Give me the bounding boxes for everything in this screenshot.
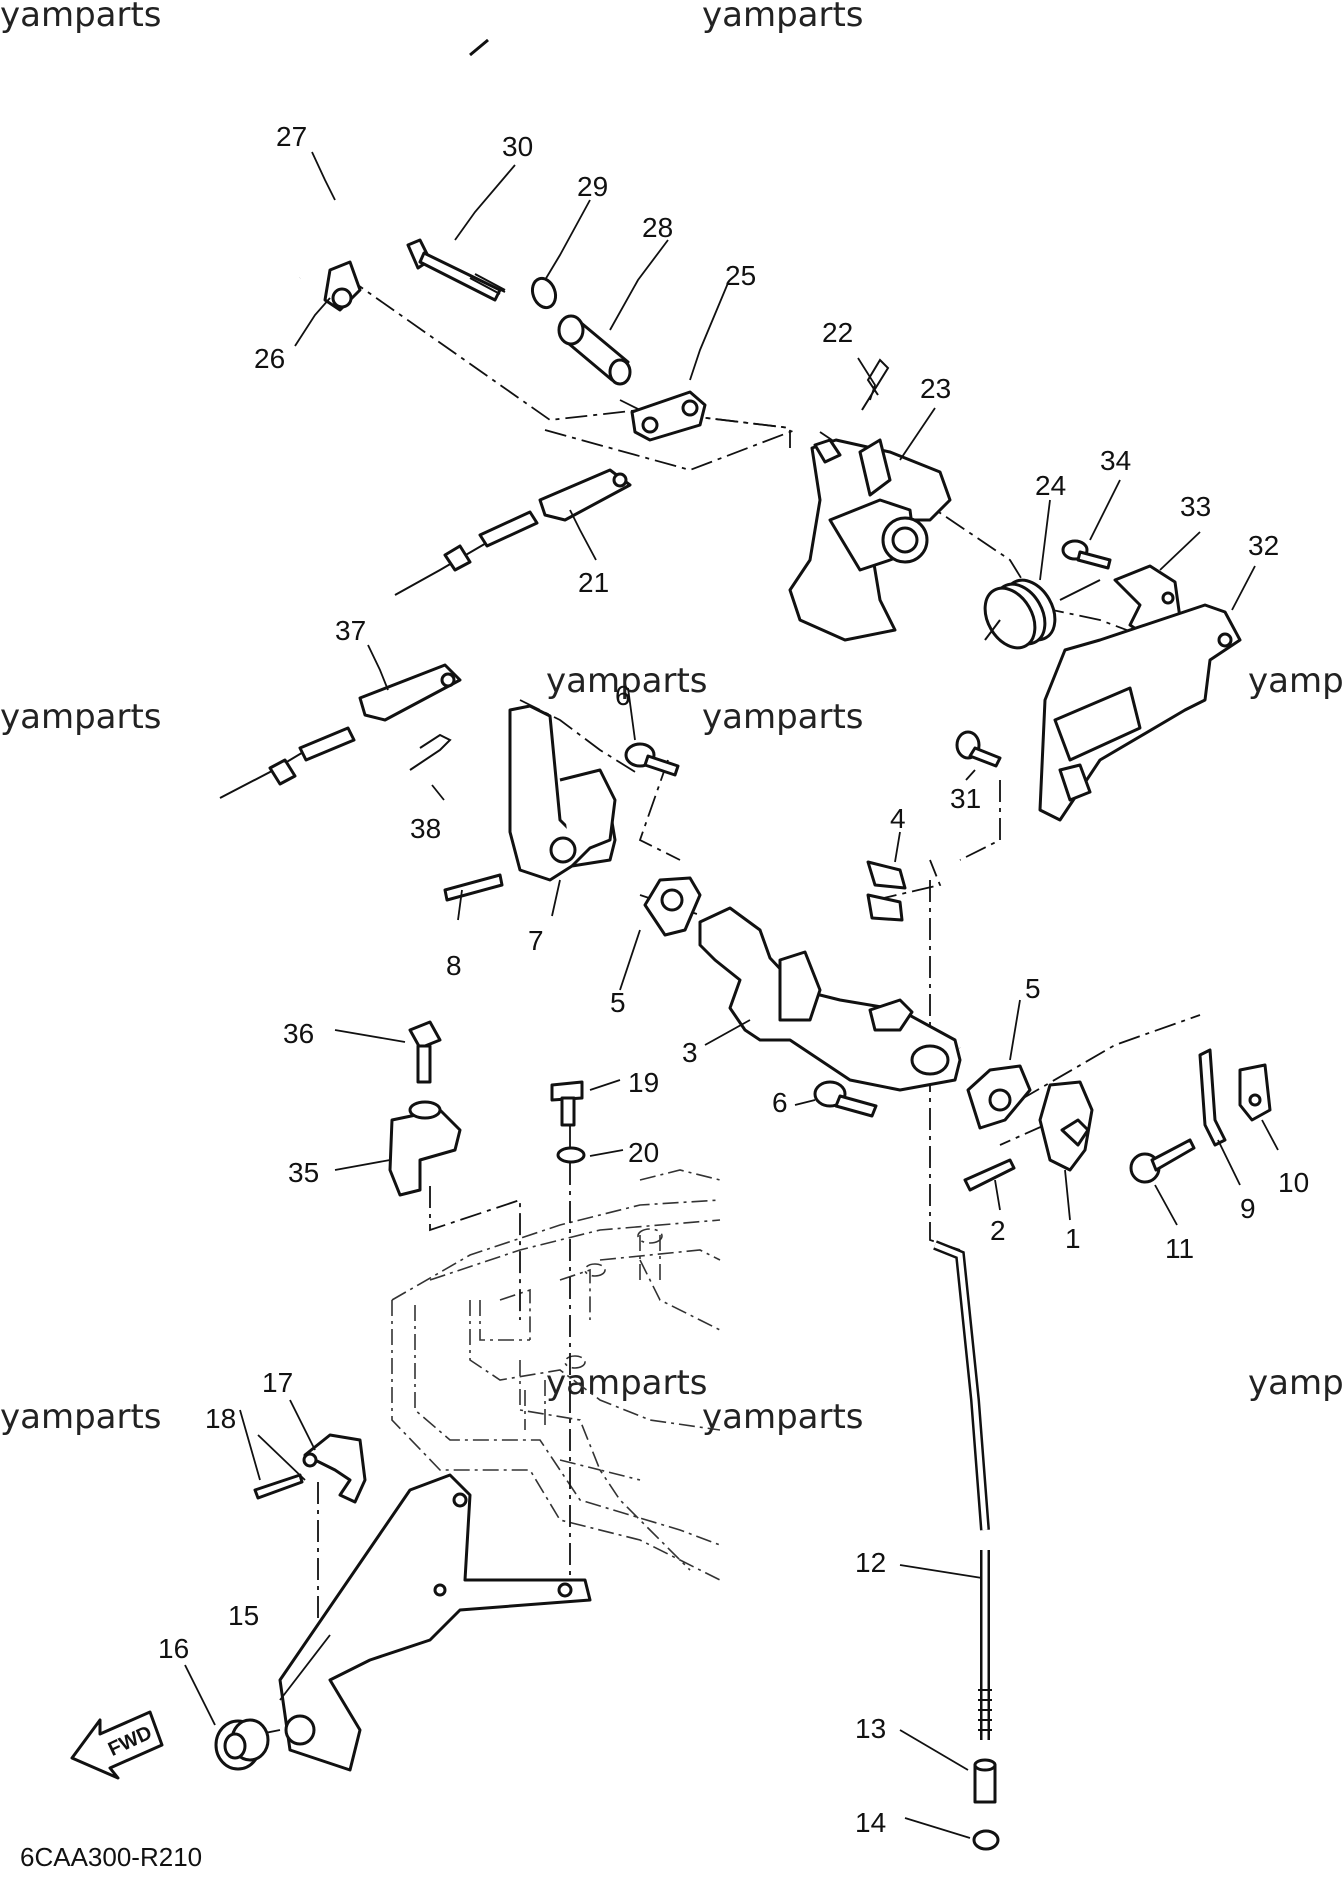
callout-35: 35 [288, 1157, 319, 1188]
part-20-washer [556, 1146, 586, 1164]
watermark: yamparts [546, 661, 708, 701]
callout-29: 29 [577, 171, 608, 202]
part-31-screw [955, 730, 1002, 768]
callout-36: 36 [283, 1018, 314, 1049]
part-22-clip [861, 358, 890, 411]
callout-10: 10 [1278, 1167, 1309, 1198]
part-9-spring-plate [1198, 1048, 1227, 1147]
callout-18: 18 [205, 1403, 236, 1434]
callout-4: 4 [890, 803, 906, 834]
callout-32: 32 [1248, 530, 1279, 561]
part-15-bracket [278, 1473, 592, 1772]
watermark: yamparts [1248, 1363, 1343, 1403]
callout-26: 26 [254, 343, 285, 374]
callout-31: 31 [950, 783, 981, 814]
callout-15: 15 [228, 1600, 259, 1631]
callout-30: 30 [502, 131, 533, 162]
part-16-grommet [214, 1718, 270, 1771]
part-17-bracket [302, 1433, 367, 1504]
part-11-bolt [1129, 1138, 1196, 1184]
watermark: yamparts [702, 0, 864, 35]
part-5-collar-left [643, 876, 702, 937]
callout-9: 9 [1240, 1193, 1256, 1224]
part-37-cable-joint [219, 663, 462, 799]
watermark: yamparts [0, 0, 162, 35]
part-18-pin [253, 1473, 304, 1500]
callout-8: 8 [446, 950, 462, 981]
callout-6-lower: 6 [772, 1087, 788, 1118]
callout-numbers: 1 2 3 4 5 5 6 6 7 8 9 10 11 12 13 14 15 … [158, 121, 1309, 1838]
part-38-clip [409, 733, 452, 771]
watermark: yamparts [0, 1397, 162, 1437]
callout-17: 17 [262, 1367, 293, 1398]
part-26-rod-joint [323, 260, 362, 312]
callout-24: 24 [1035, 470, 1066, 501]
fwd-arrow-icon: FWD [70, 1710, 164, 1780]
watermark: yamparts [546, 1363, 708, 1403]
callout-1: 1 [1065, 1223, 1081, 1254]
diagram-code: 6CAA300-R210 [20, 1842, 202, 1872]
callout-34: 34 [1100, 445, 1131, 476]
part-19-bolt [550, 1080, 584, 1127]
callout-22: 22 [822, 317, 853, 348]
part-6-bolt-lower [813, 1080, 878, 1118]
callout-11: 11 [1165, 1233, 1194, 1264]
part-6-bolt-upper [624, 742, 680, 777]
part-24-spring [983, 578, 1101, 650]
part-23-throttle-lever [788, 438, 952, 642]
part-7-shift-lever [508, 704, 617, 882]
part-34-screw [1061, 539, 1112, 570]
part-13-joint [973, 1758, 997, 1804]
callout-7: 7 [528, 925, 544, 956]
part-5-collar-right [966, 1064, 1032, 1130]
leader-lines [184, 151, 1279, 1839]
part-30-bolt [406, 238, 506, 302]
part-12-shift-rod [933, 1240, 992, 1740]
callout-28: 28 [642, 212, 673, 243]
callout-20: 20 [628, 1137, 659, 1168]
watermark: yamparts [1248, 661, 1343, 701]
callout-2: 2 [990, 1215, 1006, 1246]
part-10-tag [1238, 1063, 1272, 1122]
callout-23: 23 [920, 373, 951, 404]
watermark: yamparts [702, 1397, 864, 1437]
callout-33: 33 [1180, 491, 1211, 522]
callout-37: 37 [335, 615, 366, 646]
callout-19: 19 [628, 1067, 659, 1098]
watermark-layer: yamparts yamparts yamparts yamparts yamp… [0, 0, 1343, 1437]
part-35-bracket [388, 1100, 462, 1197]
callout-3: 3 [682, 1037, 698, 1068]
part-27-throttle-rod [298, 38, 490, 279]
callout-38: 38 [410, 813, 441, 844]
part-1-lever [1038, 1080, 1094, 1172]
callout-16: 16 [158, 1633, 189, 1664]
callout-5-right: 5 [1025, 973, 1041, 1004]
watermark: yamparts [702, 697, 864, 737]
callout-12: 12 [855, 1547, 886, 1578]
part-8-pin [443, 873, 504, 902]
part-3-shift-shaft [698, 906, 962, 1092]
part-25-link [630, 390, 707, 442]
part-2-pin [963, 1158, 1016, 1192]
part-36-bolt [408, 1020, 442, 1084]
part-21-cable-joint [394, 468, 632, 596]
part-32-bracket [1038, 603, 1242, 822]
callout-5-left: 5 [610, 987, 626, 1018]
callout-6-upper: 6 [615, 680, 631, 711]
engine-block-phantom [391, 1169, 721, 1581]
callout-25: 25 [725, 260, 756, 291]
callout-21: 21 [578, 567, 609, 598]
callout-14: 14 [855, 1807, 886, 1838]
watermark: yamparts [0, 697, 162, 737]
callout-27: 27 [276, 121, 307, 152]
part-4-clip [866, 860, 907, 922]
callout-13: 13 [855, 1713, 886, 1744]
part-29-washer [530, 276, 558, 310]
part-28-collar [557, 314, 632, 386]
part-14-nut [972, 1829, 1000, 1851]
